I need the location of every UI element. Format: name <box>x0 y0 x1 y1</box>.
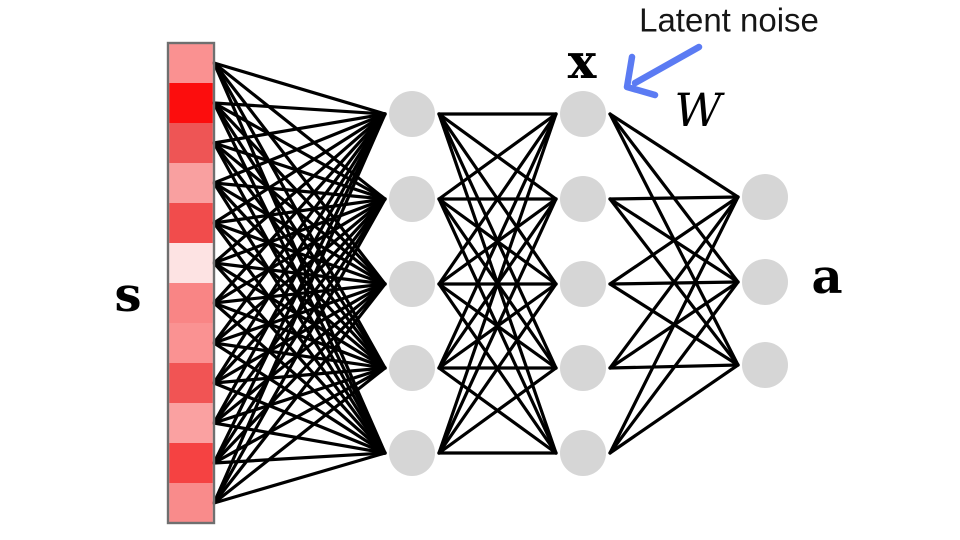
edge <box>212 141 387 455</box>
vector-cell <box>169 163 213 203</box>
output-layer-a-node <box>742 259 788 305</box>
edge <box>212 101 387 455</box>
hidden-layer-1-node <box>389 91 435 137</box>
edge <box>212 141 387 370</box>
output-layer-label: a <box>811 249 843 305</box>
edge <box>212 61 387 116</box>
edge <box>608 280 740 455</box>
latent-layer-label: x <box>567 34 597 90</box>
latent-layer-x-node <box>560 345 606 391</box>
edge <box>212 141 387 201</box>
edge <box>212 421 387 455</box>
hidden-layer-1-node <box>389 261 435 307</box>
edge <box>437 112 558 455</box>
edge <box>608 195 740 370</box>
connection-edges <box>212 61 740 505</box>
edge <box>437 112 558 201</box>
vector-cell <box>169 83 213 123</box>
edge <box>212 101 387 370</box>
vector-cell <box>169 443 213 483</box>
output-layer-a-node <box>742 174 788 220</box>
hidden-layer-1-node <box>389 176 435 222</box>
vector-cell <box>169 243 213 283</box>
edge <box>608 195 740 201</box>
edge <box>212 112 387 185</box>
weight-matrix-label: W <box>674 83 722 137</box>
vector-border <box>166 41 216 525</box>
edge <box>437 112 558 370</box>
edge <box>608 195 740 286</box>
vector-cell <box>169 43 213 83</box>
edge <box>437 197 558 455</box>
edge <box>212 197 387 465</box>
edge <box>212 141 387 286</box>
edge <box>212 112 387 225</box>
edge <box>212 366 387 465</box>
edge <box>212 451 387 465</box>
edge <box>212 301 387 370</box>
latent-layer-x-node <box>560 91 606 137</box>
edge <box>437 282 558 455</box>
edge <box>212 112 387 425</box>
edge <box>212 221 387 286</box>
input-vector-label: s <box>114 267 142 323</box>
edge <box>437 112 558 286</box>
edge <box>212 282 387 305</box>
hidden-layer-1-node <box>389 430 435 476</box>
edge <box>212 112 387 305</box>
latent-noise-arrow-icon <box>623 43 703 99</box>
edge <box>212 221 387 455</box>
edge <box>212 112 387 345</box>
edge <box>212 112 387 385</box>
vector-cell <box>169 323 213 363</box>
edge <box>212 112 387 265</box>
edge <box>212 366 387 505</box>
edge <box>212 381 387 455</box>
vector-cell <box>169 363 213 403</box>
latent-layer-x-node <box>560 176 606 222</box>
edge <box>212 181 387 201</box>
output-layer-a-node <box>742 342 788 388</box>
edge <box>212 101 387 286</box>
vector-cell <box>169 483 213 523</box>
network-nodes <box>389 91 788 476</box>
hidden-layer-1-node <box>389 345 435 391</box>
edge <box>212 101 387 201</box>
vector-cell <box>169 283 213 323</box>
edge <box>212 221 387 370</box>
edge <box>608 195 740 455</box>
edge <box>608 363 740 455</box>
vector-cell <box>169 123 213 163</box>
edge <box>212 261 387 370</box>
edge <box>212 282 387 465</box>
edge <box>212 197 387 225</box>
vector-cell <box>169 203 213 243</box>
edge <box>212 261 387 286</box>
edge <box>212 112 387 145</box>
edge <box>212 101 387 116</box>
edge <box>608 112 740 199</box>
edge <box>212 112 387 465</box>
edge <box>212 181 387 370</box>
latent-layer-x-node <box>560 261 606 307</box>
edge <box>212 181 387 455</box>
edge <box>212 261 387 455</box>
input-vector-cells <box>166 41 216 525</box>
edge <box>212 112 387 505</box>
latent-noise-annotation: Latent noise <box>639 1 819 39</box>
edge <box>212 341 387 455</box>
edge <box>212 301 387 455</box>
edge <box>212 181 387 286</box>
latent-layer-x-node <box>560 430 606 476</box>
edge <box>212 282 387 505</box>
edge <box>437 366 558 455</box>
edge <box>212 451 387 505</box>
edge <box>212 197 387 505</box>
vector-cell <box>169 403 213 443</box>
